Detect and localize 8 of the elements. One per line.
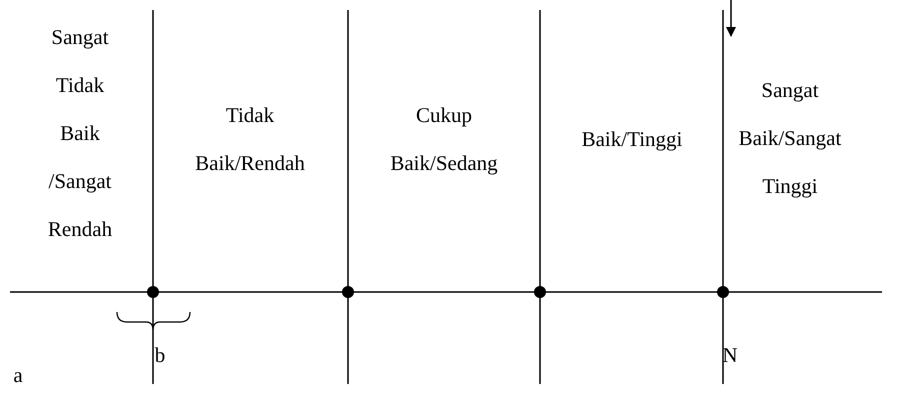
scale-category-label: Baik/Tinggi — [580, 126, 684, 153]
scale-category-label: Sangat Tidak Baik /Sangat Rendah — [46, 24, 114, 243]
scale-category-label: Sangat Baik/Sangat Tinggi — [738, 77, 842, 200]
scale-category-label: Cukup Baik/Sedang — [389, 102, 499, 177]
scale-category-label: Tidak Baik/Rendah — [194, 102, 306, 177]
point-label: a — [12, 362, 24, 389]
point-label: b — [154, 342, 166, 369]
point-label: N — [721, 342, 739, 369]
